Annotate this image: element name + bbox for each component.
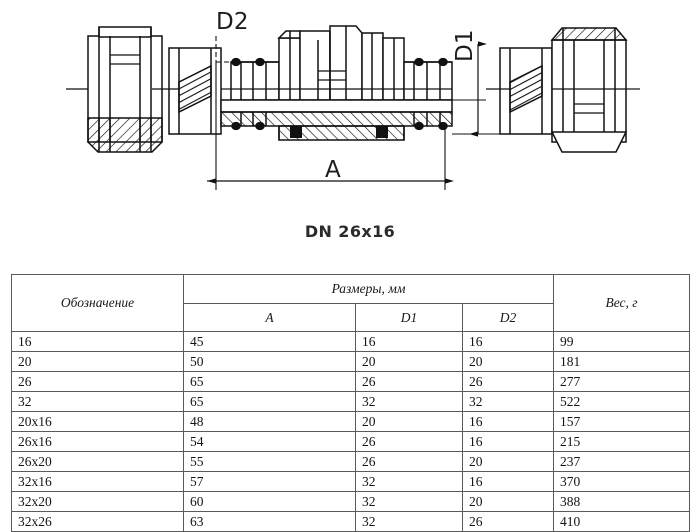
dimension-a: [207, 62, 454, 190]
cell-designation: 32x20: [11, 491, 184, 512]
cell-a: 54: [183, 431, 356, 452]
cell-a: 65: [183, 371, 356, 392]
dimension-label-d1: D1: [452, 29, 478, 62]
cell-designation: 26x16: [11, 431, 184, 452]
cell-d2: 20: [461, 451, 555, 472]
cell-d1: 16: [355, 331, 463, 352]
cell-weight: 215: [553, 431, 691, 452]
cell-d2: 26: [461, 511, 555, 532]
table-head: Обозначение Размеры, мм Вес, г A D1 D2: [11, 274, 691, 332]
header-d2: D2: [461, 303, 555, 332]
cell-designation: 20x16: [11, 411, 184, 432]
cell-d2: 16: [461, 411, 555, 432]
header-a: A: [183, 303, 356, 332]
dimension-d1: [452, 41, 500, 137]
cell-designation: 32x26: [11, 511, 184, 532]
header-weight: Вес, г: [553, 274, 691, 332]
cell-d1: 26: [355, 371, 463, 392]
cell-a: 45: [183, 331, 356, 352]
dimension-d2: [215, 36, 262, 63]
cell-d1: 32: [355, 391, 463, 412]
cell-a: 57: [183, 471, 356, 492]
technical-drawing: D2 D1 A: [0, 0, 700, 205]
cell-d2: 26: [461, 371, 555, 392]
cell-designation: 16: [11, 331, 184, 352]
cell-weight: 99: [553, 331, 691, 352]
cell-weight: 522: [553, 391, 691, 412]
cell-designation: 26: [11, 371, 184, 392]
header-designation: Обозначение: [11, 274, 184, 332]
right-nut-body: [550, 27, 640, 153]
cell-d2: 20: [461, 351, 555, 372]
cell-a: 63: [183, 511, 356, 532]
cell-d2: 16: [461, 471, 555, 492]
right-ferrule: [486, 47, 553, 135]
cell-d2: 20: [461, 491, 555, 512]
cell-a: 55: [183, 451, 356, 472]
cell-d2: 16: [461, 431, 555, 452]
cell-d1: 32: [355, 511, 463, 532]
cell-weight: 181: [553, 351, 691, 372]
cell-d1: 32: [355, 491, 463, 512]
cell-d1: 32: [355, 471, 463, 492]
specification-table: Обозначение Размеры, мм Вес, г A D1 D2 1…: [11, 274, 691, 532]
spec-table-container: Обозначение Размеры, мм Вес, г A D1 D2 1…: [11, 274, 691, 532]
cell-designation: 32x16: [11, 471, 184, 492]
cell-designation: 20: [11, 351, 184, 372]
left-ferrule: [152, 47, 231, 135]
cell-d1: 26: [355, 431, 463, 452]
cell-d2: 32: [461, 391, 555, 412]
dimension-label-d2: D2: [216, 9, 249, 35]
left-nut-body: [66, 26, 163, 153]
header-d1: D1: [355, 303, 463, 332]
cell-a: 48: [183, 411, 356, 432]
cell-designation: 26x20: [11, 451, 184, 472]
header-dimensions-group: Размеры, мм: [182, 274, 555, 304]
cell-d1: 20: [355, 411, 463, 432]
cell-weight: 388: [553, 491, 691, 512]
drawing-caption: DN 26x16: [304, 222, 396, 241]
table-header-row-group: Обозначение Размеры, мм Вес, г: [11, 274, 691, 332]
cell-weight: 277: [553, 371, 691, 392]
cell-weight: 237: [553, 451, 691, 472]
cell-a: 60: [183, 491, 356, 512]
dimension-label-a: A: [325, 157, 341, 183]
cell-designation: 32: [11, 391, 184, 412]
cell-a: 65: [183, 391, 356, 412]
table-header-row-sub: A D1 D2: [12, 303, 690, 332]
cell-d2: 16: [461, 331, 555, 352]
cell-weight: 157: [553, 411, 691, 432]
cell-d1: 26: [355, 451, 463, 472]
coupling-cross-section-svg: [66, 25, 640, 190]
cell-weight: 370: [553, 471, 691, 492]
cell-a: 50: [183, 351, 356, 372]
cell-d1: 20: [355, 351, 463, 372]
cell-weight: 410: [553, 511, 691, 532]
center-coupling-assembly: [220, 25, 453, 141]
